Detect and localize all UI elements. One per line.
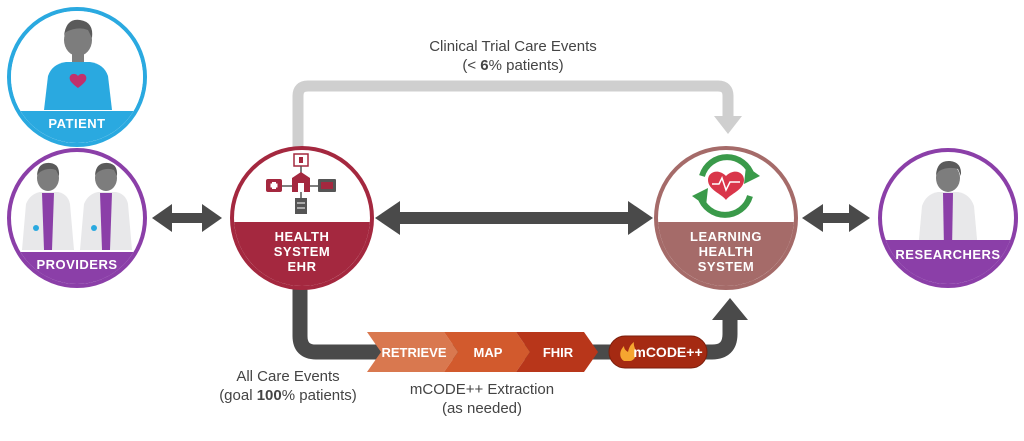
researcher-icon [918, 160, 978, 250]
heart-icon [708, 171, 744, 200]
all-care-annotation: All Care Events (goal 100% patients) [196, 367, 380, 405]
clinical-trial-annotation: Clinical Trial Care Events (< 6% patient… [398, 37, 628, 75]
lhs-label-line2: HEALTH [699, 244, 754, 259]
patient-label: PATIENT [48, 116, 105, 131]
patient-figure-icon [44, 19, 112, 110]
providers-node: PROVIDERS [7, 148, 147, 288]
clinical-trial-path [292, 80, 742, 152]
ehr-node: HEALTH SYSTEM EHR [230, 146, 374, 290]
hospital-icon [292, 172, 310, 192]
pipeline-step-fhir: FHIR [516, 332, 598, 372]
heart-cycle-icon [692, 154, 760, 218]
doctor-icon [80, 162, 132, 250]
pipeline-step-map-label: MAP [474, 345, 503, 360]
mcode-badge: mCODE++ [608, 335, 708, 369]
all-care-arrowhead [712, 298, 748, 320]
pipeline: RETRIEVE MAP FHIR mCODE++ [367, 332, 708, 372]
lhs-label-line1: LEARNING [690, 229, 762, 244]
heart-icon [69, 73, 87, 88]
clinical-trial-arrowhead [714, 116, 742, 134]
pipeline-step-map: MAP [444, 332, 530, 372]
all-care-line1: All Care Events [236, 368, 340, 385]
all-care-line2: (goal 100% patients) [219, 387, 357, 404]
arrow-providers-ehr [152, 204, 222, 232]
researchers-node: RESEARCHERS [878, 148, 1018, 288]
researchers-label: RESEARCHERS [895, 247, 1000, 262]
lhs-label-line3: SYSTEM [698, 259, 754, 274]
clinical-trial-line2: (< 6% patients) [462, 57, 564, 74]
flame-icon [620, 342, 637, 361]
extraction-annotation: mCODE++ Extraction (as needed) [387, 380, 577, 418]
hospital-network-icon [266, 153, 336, 214]
clinical-trial-line1: Clinical Trial Care Events [429, 38, 597, 55]
patient-node: PATIENT [7, 7, 147, 147]
providers-label: PROVIDERS [36, 257, 117, 272]
doctor-icon [22, 162, 74, 250]
pipeline-step-fhir-label: FHIR [543, 345, 574, 360]
ehr-label-line3: EHR [288, 259, 317, 274]
extraction-line1: mCODE++ Extraction [409, 381, 555, 398]
mcode-badge-label: mCODE++ [633, 344, 702, 360]
pipeline-step-retrieve-label: RETRIEVE [381, 345, 446, 360]
pipeline-step-retrieve: RETRIEVE [367, 332, 458, 372]
extraction-line2: (as needed) [441, 400, 523, 417]
arrow-ehr-lhs [375, 201, 653, 235]
ehr-label-line2: SYSTEM [274, 244, 330, 259]
ehr-label-line1: HEALTH [275, 229, 330, 244]
arrow-lhs-researchers [802, 204, 870, 232]
lhs-node: LEARNING HEALTH SYSTEM [654, 146, 798, 290]
server-icon [295, 198, 307, 214]
